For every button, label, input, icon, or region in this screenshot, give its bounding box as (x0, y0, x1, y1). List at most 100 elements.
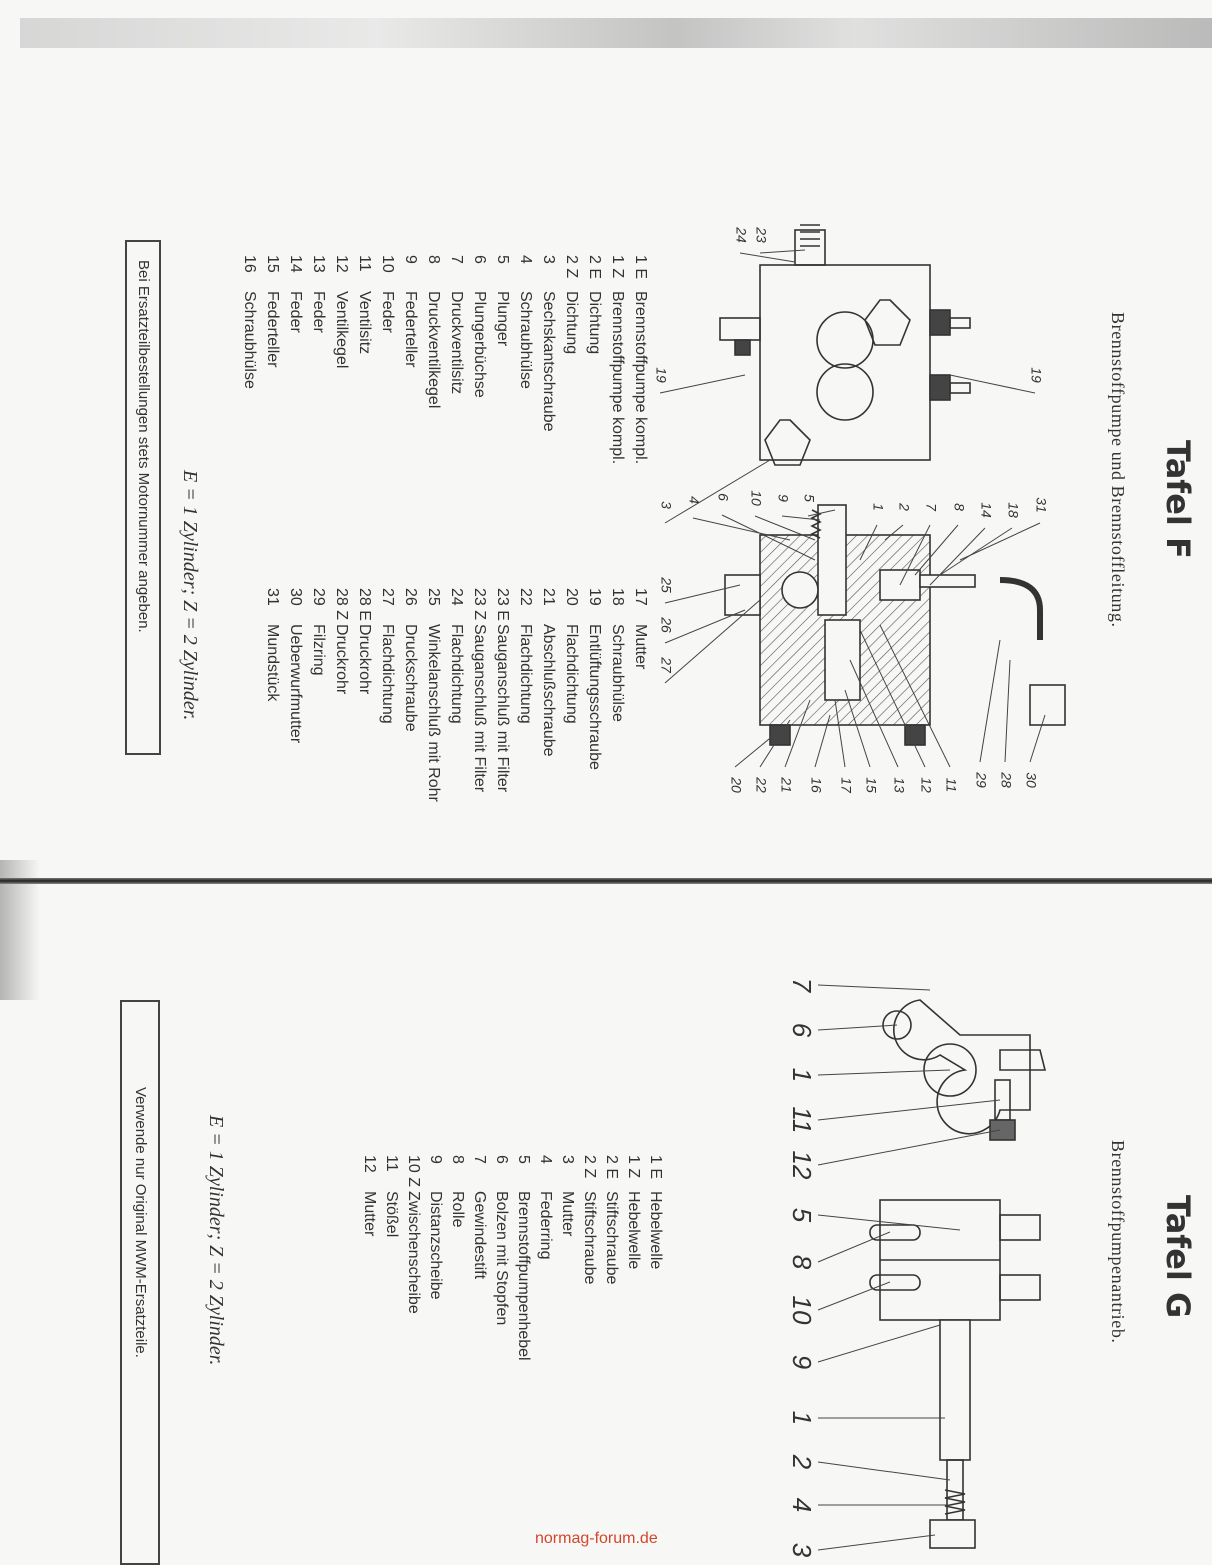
part-number: 6 (493, 1155, 510, 1164)
part-number: 10 Z (405, 1155, 422, 1188)
part-list-item: 2 ZDichtung (560, 255, 583, 464)
scan-edge-streak (20, 18, 1212, 48)
part-number: 20 (563, 588, 580, 606)
side-fitting-seal (734, 339, 751, 356)
tafel-f-title: Tafel F (1159, 440, 1197, 559)
callout-number: 9 (775, 494, 791, 502)
part-name: Flachdichtung (379, 624, 396, 724)
callout-number: 2 (896, 502, 912, 511)
part-name: Federring (537, 1191, 554, 1260)
part-name: Entlüftungsschraube (586, 624, 603, 770)
callout-leader-line (817, 1534, 936, 1551)
suction-bore (781, 571, 819, 609)
callout-number: 19 (653, 367, 669, 383)
callout-number: 8 (951, 503, 967, 511)
part-number: 12 (361, 1155, 378, 1173)
callout-leader-line (1029, 714, 1046, 763)
angle-fitting (724, 574, 761, 616)
part-number: 18 (609, 588, 626, 606)
part-list-item: 27Flachdichtung (376, 588, 399, 802)
part-number: 22 (517, 588, 534, 606)
callout-number: 4 (787, 1498, 817, 1512)
part-number: 6 (471, 255, 488, 264)
part-list-item: 8Druckventilkegel (422, 255, 445, 464)
tafel-f-cylinder-legend: E = 1 Zylinder; Z = 2 Zylinder. (179, 470, 201, 721)
callout-number: 25 (658, 576, 674, 593)
page-spine-divider (0, 878, 1212, 884)
fuel-pump-drawing (719, 224, 1066, 746)
part-number: 7 (471, 1155, 488, 1164)
callout-leader-line (1004, 659, 1011, 763)
spring-washer (944, 1489, 966, 1515)
part-list-item: 13Feder (307, 255, 330, 464)
part-number: 3 (559, 1155, 576, 1164)
hex-nut-large (816, 363, 874, 421)
part-number: 17 (632, 588, 649, 606)
fuel-pump-callouts: 3118148721591064325262719192324302829111… (653, 226, 1049, 794)
callout-leader-line (721, 514, 816, 561)
part-number: 8 (449, 1155, 466, 1164)
callout-leader-line (817, 984, 931, 991)
part-list-item: 1 ZHebelwelle (622, 1155, 644, 1361)
part-list-item: 2 ZStiftschraube (578, 1155, 600, 1361)
part-name: Flachdichtung (448, 624, 465, 724)
tafel-f-notice-box: Bei Ersatzteilbestellungen stets Motornu… (125, 240, 161, 755)
callout-leader-line (664, 599, 761, 684)
part-list-item: 22Flachdichtung (514, 588, 537, 802)
callout-leader-line (692, 517, 791, 541)
part-name: Plunger (494, 291, 511, 347)
part-list-item: 1 EBrennstoffpumpe kompl. (629, 255, 652, 464)
shaft-bore (923, 1043, 977, 1097)
part-list-item: 3Sechskantschraube (537, 255, 560, 464)
part-list-item: 6Bolzen mit Stopfen (490, 1155, 512, 1361)
part-name: Ventilkegel (333, 291, 350, 369)
part-name: Federteller (402, 291, 419, 368)
part-list-item: 3Mutter (556, 1155, 578, 1361)
part-list-item: 2 EDichtung (583, 255, 606, 464)
callout-number: 1 (870, 503, 886, 511)
tappet-stub (999, 1214, 1041, 1241)
part-list-item: 15Federteller (261, 255, 284, 464)
part-number: 28 E (356, 588, 373, 621)
part-number: 29 (310, 588, 327, 606)
callout-number: 4 (686, 496, 702, 504)
part-list-item: 2 EStiftschraube (600, 1155, 622, 1361)
callout-number: 30 (1023, 772, 1039, 788)
callout-number: 3 (658, 501, 674, 509)
part-name: Sauganschluß mit Filter (471, 624, 488, 793)
part-list-item: 14Feder (284, 255, 307, 464)
callout-leader-line (914, 524, 959, 576)
callout-number: 11 (943, 778, 959, 793)
callout-leader-line (859, 629, 926, 768)
callout-leader-line (814, 714, 831, 768)
callout-number: 2 (787, 1454, 817, 1470)
part-name: Druckventilsitz (448, 291, 465, 395)
part-list-item: 4Federring (534, 1155, 556, 1361)
tafel-g-notice-box: Verwende nur Original MWM-Ersatzteile. (120, 1000, 160, 1565)
plunger-spring (810, 509, 822, 539)
part-number: 9 (427, 1155, 444, 1164)
callout-leader-line (884, 524, 904, 541)
part-name: Sauganschluß mit Filter (494, 624, 511, 793)
part-number: 19 (586, 588, 603, 606)
plunger (817, 504, 847, 616)
part-name: Dichtung (586, 291, 603, 355)
callout-leader-line (664, 609, 746, 644)
callout-number: 23 (753, 226, 769, 243)
part-list-item: 12Ventilkegel (330, 255, 353, 464)
callout-leader-line (734, 729, 781, 768)
part-number: 14 (287, 255, 304, 273)
part-number: 15 (264, 255, 281, 273)
part-list-item: 8Rolle (446, 1155, 468, 1361)
callout-number: 22 (753, 776, 769, 793)
callout-number: 7 (787, 978, 817, 994)
part-list-item: 11Stößel (380, 1155, 402, 1361)
roller-pin (882, 1010, 912, 1040)
part-list-item: 10Feder (376, 255, 399, 464)
part-list-item: 30Ueberwurfmutter (284, 588, 307, 802)
roller (869, 1274, 921, 1291)
